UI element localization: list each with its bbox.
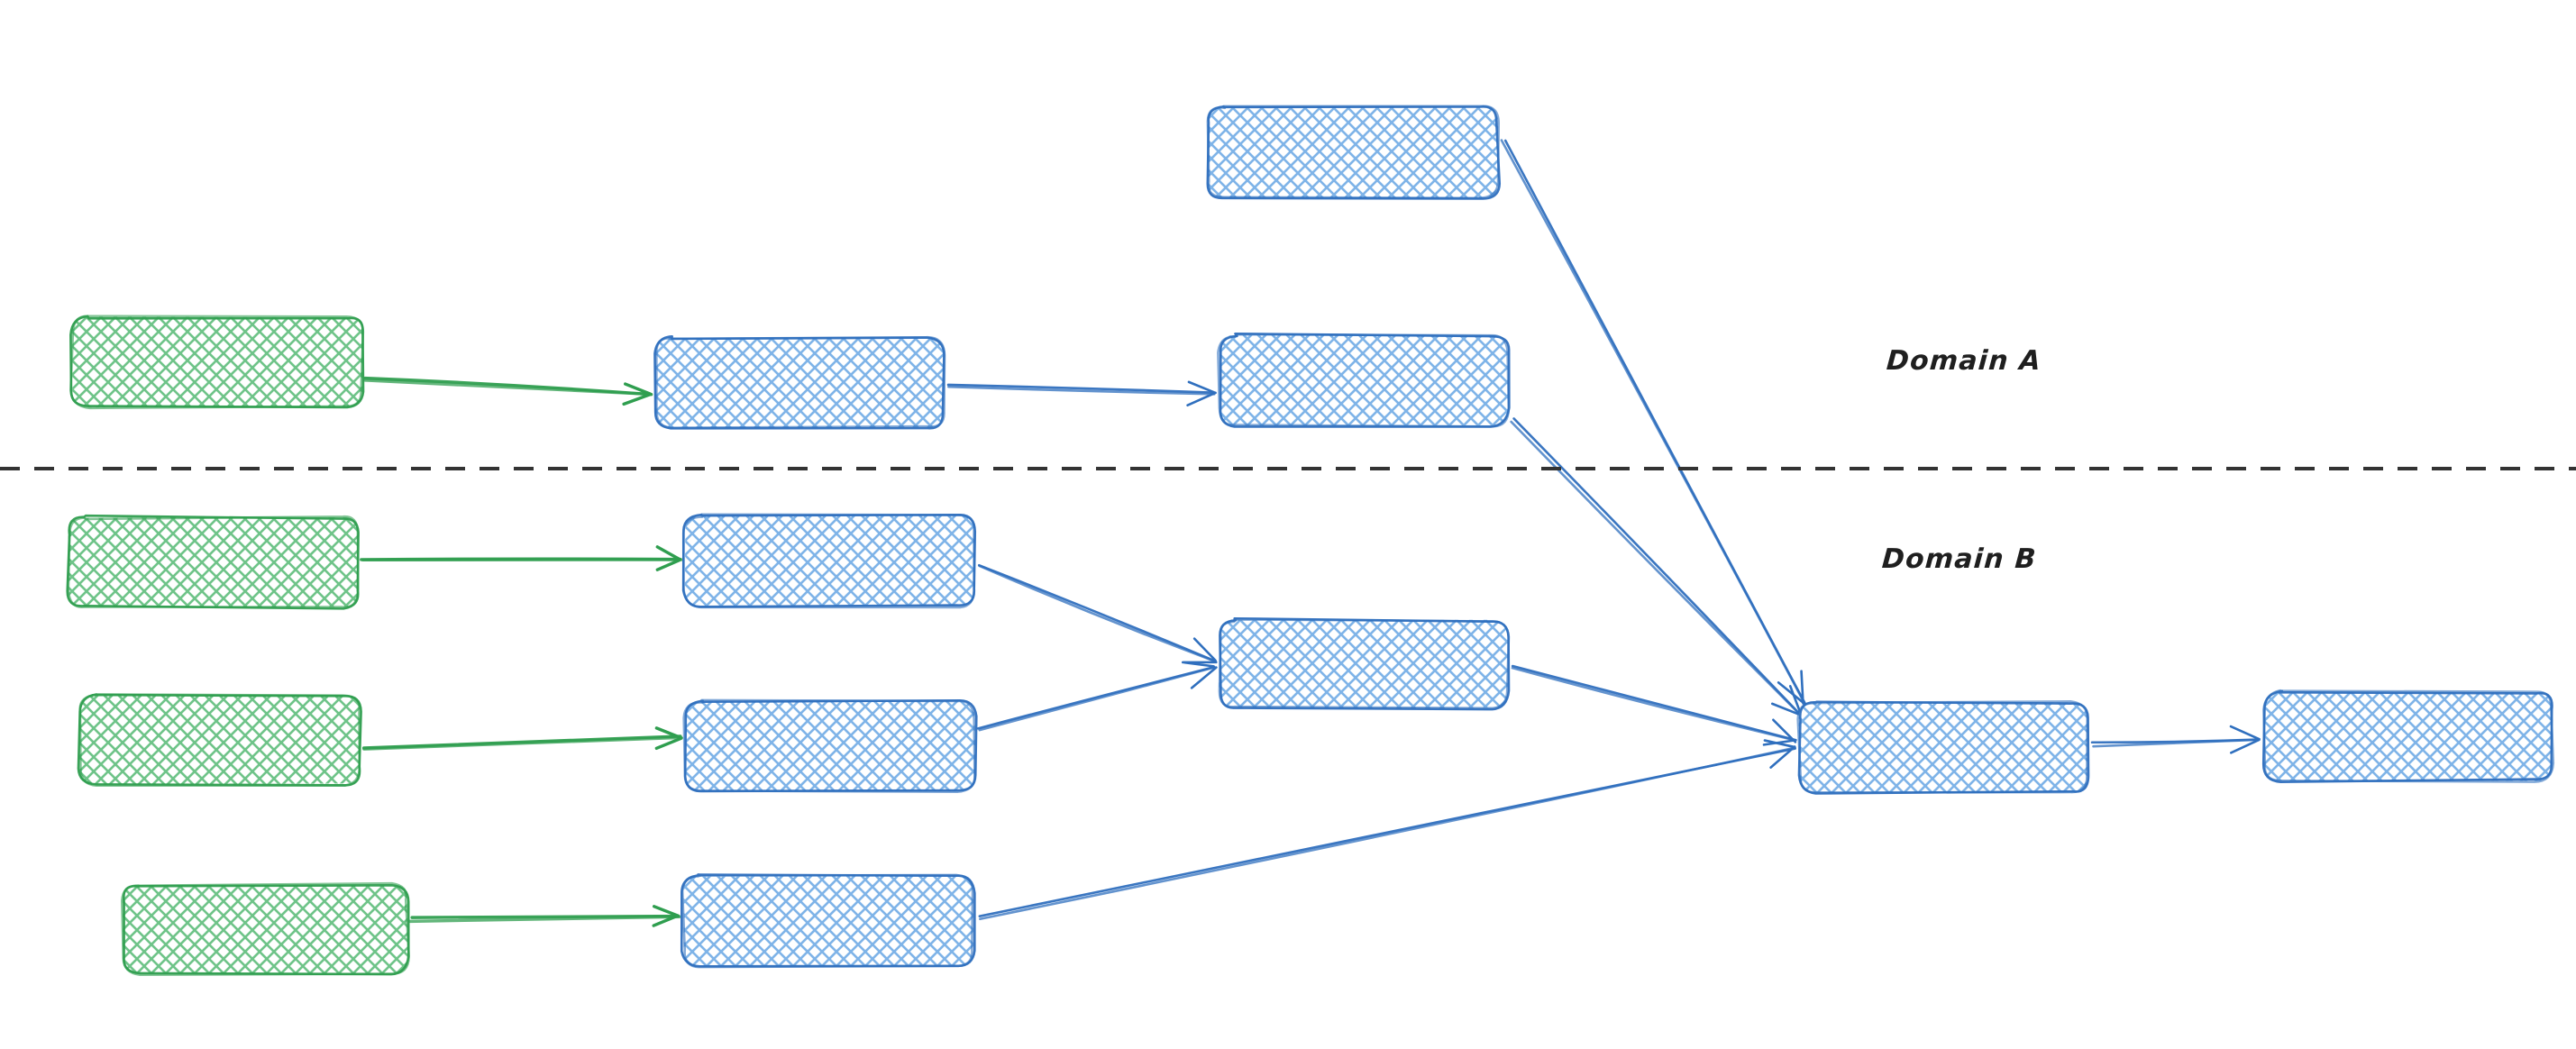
node-fill (68, 517, 360, 607)
edge-line (408, 915, 681, 924)
arrowhead-stroke-0 (622, 392, 653, 406)
node-outline (681, 513, 976, 609)
node-fill (654, 337, 945, 428)
edge-e-a1-a2 (946, 380, 1217, 407)
arrowhead-stroke-0 (1190, 666, 1218, 689)
node-outline (67, 515, 360, 609)
edge-line (978, 666, 1217, 732)
edge-line (977, 563, 1218, 663)
arrowhead-stroke-1 (624, 382, 652, 396)
edge-line (947, 385, 1216, 396)
arrowhead-stroke-0 (1769, 745, 1796, 769)
node-outline (78, 693, 361, 787)
arrowhead-stroke-1 (1763, 739, 1796, 749)
node-fill (1798, 701, 2087, 793)
node-fill (684, 700, 975, 792)
arrowhead-stroke-1 (1192, 637, 1217, 662)
node-a-green-1[interactable] (69, 315, 365, 410)
edge-e-b1-merge (977, 563, 1218, 664)
edge-layer (360, 139, 2261, 927)
edge-e-a2-hub (1510, 417, 1804, 717)
node-fill (122, 884, 408, 974)
node-fill (683, 875, 974, 966)
node-fill (1207, 106, 1499, 198)
domain-a-label: Domain A (1885, 345, 2043, 377)
arrowhead-stroke-1 (655, 545, 681, 561)
edge-e-hub-final (2090, 725, 2261, 754)
node-b-blue-final[interactable] (2261, 689, 2555, 783)
node-fill (1219, 334, 1509, 426)
edge-line (1511, 664, 1797, 742)
edge-e-green-a1 (363, 376, 653, 406)
node-b-blue-hub[interactable] (1796, 700, 2090, 795)
edge-line (946, 383, 1216, 394)
node-a-blue-1[interactable] (653, 334, 946, 430)
node-layer (66, 105, 2555, 977)
node-fill (684, 515, 975, 607)
arrowhead-stroke-0 (1770, 702, 1803, 716)
node-outline (681, 873, 974, 969)
edge-e-b2-merge (976, 661, 1218, 732)
edge-line (2092, 738, 2261, 748)
node-outline (1217, 333, 1510, 428)
edge-line (363, 379, 653, 397)
arrowhead-stroke-1 (1187, 380, 1217, 395)
arrowhead-stroke-0 (654, 736, 683, 751)
node-outline (682, 698, 976, 793)
edge-e-green-b2 (361, 726, 683, 751)
edge-line (1511, 666, 1796, 742)
node-outline (1796, 700, 2089, 794)
edge-line (362, 735, 682, 751)
node-b-blue-1[interactable] (681, 513, 977, 609)
arrowhead-stroke-0 (2230, 738, 2261, 754)
edge-line (979, 746, 1796, 921)
node-b-blue-3[interactable] (680, 873, 976, 969)
arrowhead-stroke-1 (1183, 661, 1215, 668)
node-fill (72, 316, 363, 408)
edge-e-atop-hub (1500, 139, 1807, 706)
arrowhead-stroke-1 (654, 726, 683, 740)
edge-line (978, 564, 1216, 662)
node-a-blue-2[interactable] (1217, 332, 1511, 428)
arrowhead-stroke-1 (2229, 725, 2261, 741)
node-b-blue-2[interactable] (682, 698, 978, 793)
arrowhead-stroke-0 (1186, 391, 1217, 407)
node-outline (120, 881, 410, 977)
node-outline (2262, 689, 2555, 783)
arrowhead-stroke-1 (1772, 718, 1797, 743)
node-b-green-2[interactable] (77, 693, 362, 787)
node-b-blue-merge[interactable] (1218, 616, 1511, 711)
edge-e-merge-hub (1511, 664, 1797, 746)
arrowhead-stroke-0 (655, 559, 681, 571)
edge-line (1510, 420, 1803, 717)
edge-line (1512, 417, 1804, 717)
node-b-green-1[interactable] (66, 514, 360, 610)
node-outline (69, 315, 365, 410)
edge-e-green-b3 (408, 905, 681, 927)
node-fill (1219, 619, 1509, 709)
node-outline (655, 335, 946, 429)
node-a-top-blue[interactable] (1206, 105, 1502, 200)
edge-e-green-b1 (360, 545, 683, 571)
node-outline (1218, 618, 1511, 710)
domain-b-label: Domain B (1880, 543, 2038, 575)
edge-line (1500, 139, 1806, 705)
arrowhead-stroke-1 (653, 905, 681, 918)
node-fill (78, 695, 361, 785)
arrowhead-stroke-0 (652, 914, 680, 927)
node-fill (2263, 692, 2553, 781)
arrowhead-stroke-1 (1800, 670, 1804, 705)
node-b-green-3[interactable] (120, 881, 410, 977)
edge-e-b3-hub (978, 739, 1796, 921)
node-outline (1206, 105, 1501, 200)
